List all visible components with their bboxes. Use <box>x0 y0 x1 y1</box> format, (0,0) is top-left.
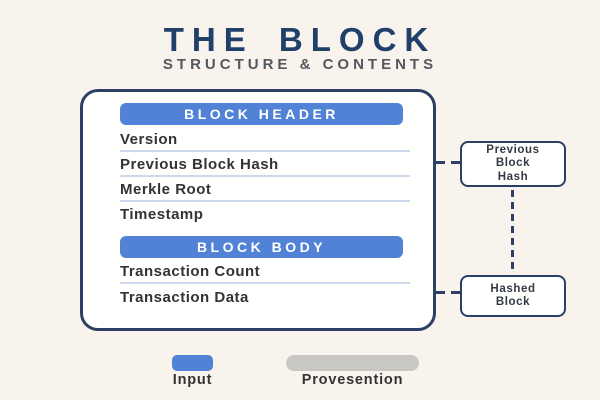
field-previous-block-hash: Previous Block Hash <box>120 152 410 177</box>
legend-swatch-input <box>172 355 213 371</box>
side-box-line: Block <box>495 157 531 170</box>
connector-dashed-previous-block-hash <box>436 161 460 164</box>
side-box-line: Hashed <box>490 282 536 295</box>
legend-swatch-provesention <box>286 355 419 371</box>
block-structure-box: BLOCK HEADER Version Previous Block Hash… <box>80 89 436 331</box>
connector-dashed-hashed-block <box>436 291 460 294</box>
field-timestamp: Timestamp <box>120 206 204 223</box>
side-box-line: Previous <box>486 143 540 156</box>
block-header-badge: BLOCK HEADER <box>120 103 403 125</box>
field-transaction-count: Transaction Count <box>120 259 410 284</box>
page-title: THE BLOCK <box>163 21 437 58</box>
field-merkle-root: Merkle Root <box>120 177 410 202</box>
side-box-previous-block-hash: Previous Block Hash <box>460 141 566 187</box>
field-version: Version <box>120 127 410 152</box>
legend-label-input: Input <box>172 372 213 388</box>
side-box-line: Hash <box>497 170 529 183</box>
block-body-badge: BLOCK BODY <box>120 236 403 258</box>
side-box-line: Block <box>495 296 531 308</box>
legend-label-provesention: Provesention <box>301 372 404 388</box>
connector-dashed-vertical <box>511 190 514 273</box>
side-box-hashed-block: Hashed Block <box>460 275 566 317</box>
field-transaction-data: Transaction Data <box>120 289 249 306</box>
page-subtitle: STRUCTURE & CONTENTS <box>162 56 438 73</box>
